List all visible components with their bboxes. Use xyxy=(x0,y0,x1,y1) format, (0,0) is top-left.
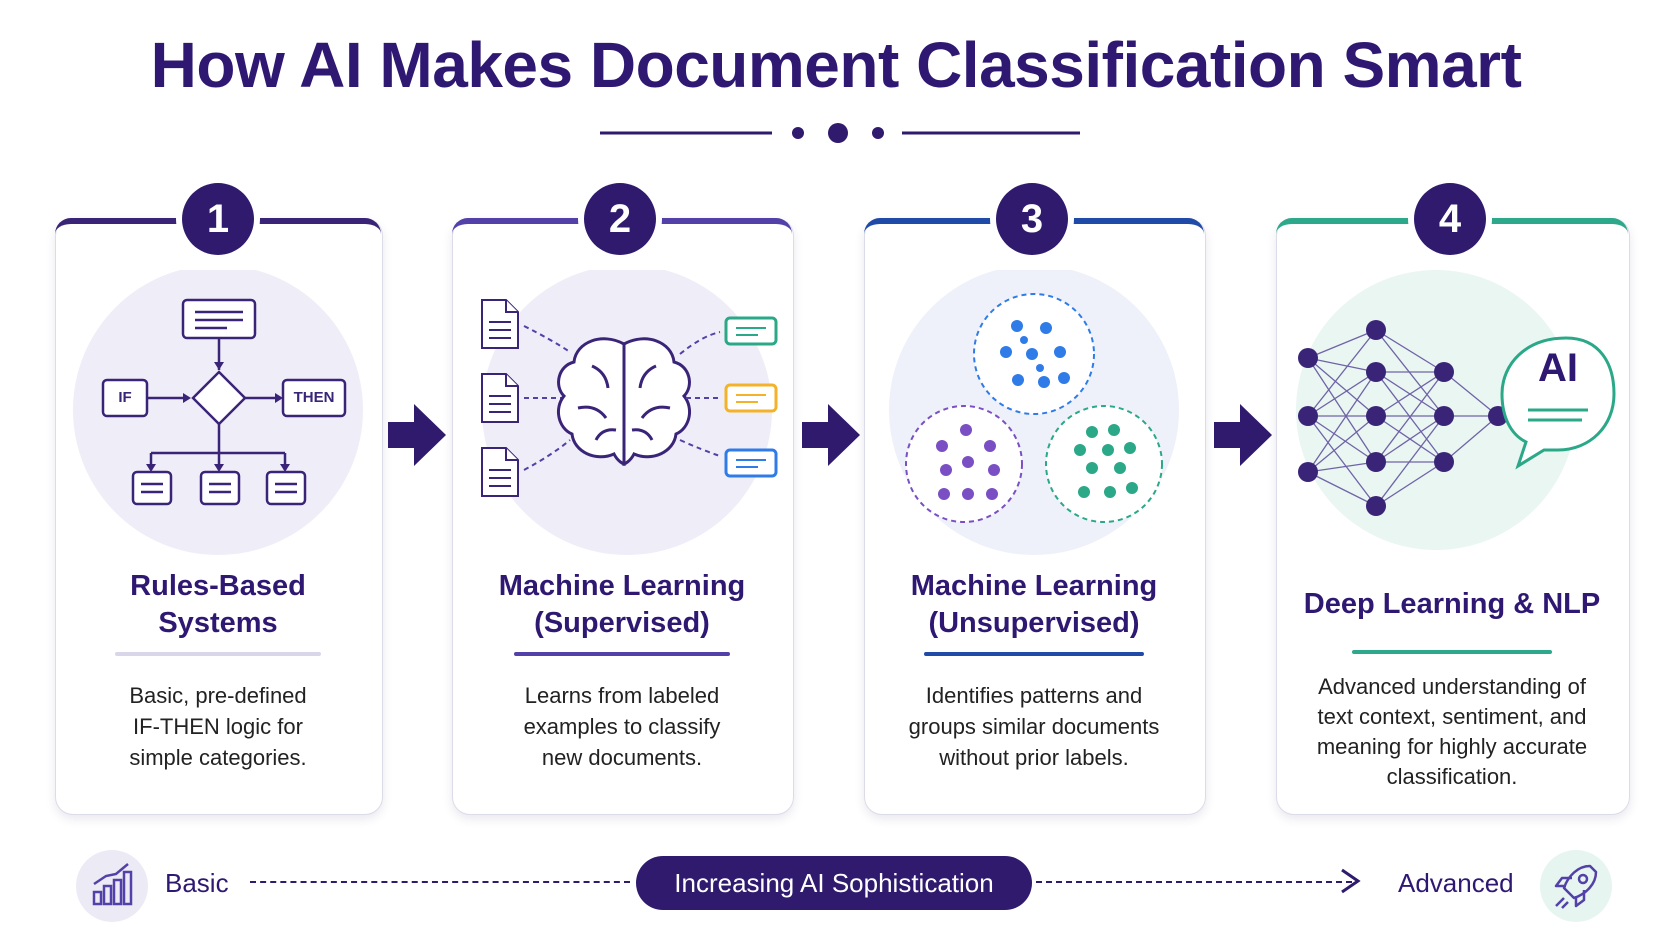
stage-title-4: Deep Learning & NLP xyxy=(1276,586,1628,623)
stage-title-2-line-1: Machine Learning xyxy=(498,570,746,602)
scale-center-pill: Increasing AI Sophistication xyxy=(636,856,1032,910)
stage-desc-1: Basic, pre-defined IF-THEN logic for sim… xyxy=(55,680,381,773)
stage-title-4-line-1: Deep Learning & NLP xyxy=(1303,588,1601,620)
stage-number-badge-4: 4 xyxy=(1414,183,1486,255)
rocket-icon xyxy=(1540,850,1612,922)
stage-desc-1-line-1: Basic, pre-defined xyxy=(129,683,307,708)
stage-title-1-line-1: Rules-Based xyxy=(130,570,306,602)
bar-chart-icon xyxy=(76,850,148,922)
stage-title-3-line-1: Machine Learning xyxy=(910,570,1158,602)
page-title: How AI Makes Document Classification Sma… xyxy=(150,29,1522,101)
stage-desc-4-line-2: text context, sentiment, and xyxy=(1317,704,1587,729)
stage-desc-2-line-2: examples to classify xyxy=(523,714,721,739)
right-arrow-icon xyxy=(1214,404,1272,466)
stage-desc-4: Advanced understanding of text context, … xyxy=(1276,672,1628,792)
stage-desc-4-line-3: meaning for highly accurate xyxy=(1316,734,1588,759)
stage-desc-3-line-2: groups similar documents xyxy=(908,714,1160,739)
stage-title-3-line-2: (Unsupervised) xyxy=(928,607,1140,639)
stage-desc-2-line-3: new documents. xyxy=(541,745,703,770)
if-label: IF xyxy=(118,389,132,406)
stage-desc-1-line-2: IF-THEN logic for xyxy=(133,714,303,739)
stage-title-2: Machine Learning (Supervised) xyxy=(452,568,792,642)
stage-number-badge-2: 2 xyxy=(584,183,656,255)
stage-desc-4-line-1: Advanced understanding of xyxy=(1318,674,1586,699)
scale-start-label: Basic xyxy=(165,868,229,898)
stage-desc-2: Learns from labeled examples to classify… xyxy=(452,680,792,773)
stage-desc-3: Identifies patterns and groups similar d… xyxy=(864,680,1204,773)
stage-desc-2-line-1: Learns from labeled xyxy=(524,683,720,708)
scale-dashed-line-left xyxy=(250,881,630,883)
stage-title-2-line-2: (Supervised) xyxy=(534,607,710,639)
stage-title-3-underline xyxy=(924,652,1144,656)
then-label: THEN xyxy=(293,389,335,406)
stage-title-3: Machine Learning (Unsupervised) xyxy=(864,568,1204,642)
scale-dashed-line-right xyxy=(1036,881,1352,883)
right-arrow-icon xyxy=(802,404,860,466)
scale-end-label: Advanced xyxy=(1398,868,1514,898)
stage-desc-3-line-3: without prior labels. xyxy=(939,745,1129,770)
stage-title-1-underline xyxy=(115,652,321,656)
title-divider xyxy=(600,123,1080,143)
stage-title-4-underline xyxy=(1352,650,1552,654)
stage-number-badge-3: 3 xyxy=(996,183,1068,255)
right-arrow-icon xyxy=(388,404,446,466)
supervised-learning-illustration xyxy=(452,270,792,560)
stage-desc-3-line-1: Identifies patterns and xyxy=(925,683,1143,708)
neural-network-illustration: AI xyxy=(1276,270,1628,560)
stage-title-1: Rules-Based Systems xyxy=(55,568,381,642)
stage-title-2-underline xyxy=(514,652,730,656)
rules-flowchart-illustration: IF THEN xyxy=(55,270,381,560)
ai-bubble-label: AI xyxy=(1538,346,1578,390)
stage-number-badge-1: 1 xyxy=(182,183,254,255)
stage-desc-4-line-4: classification. xyxy=(1386,764,1518,789)
stage-desc-1-line-3: simple categories. xyxy=(129,745,307,770)
stage-title-1-line-2: Systems xyxy=(158,607,278,639)
scale-arrowhead-icon xyxy=(1341,868,1361,894)
unsupervised-clustering-illustration xyxy=(864,270,1204,560)
